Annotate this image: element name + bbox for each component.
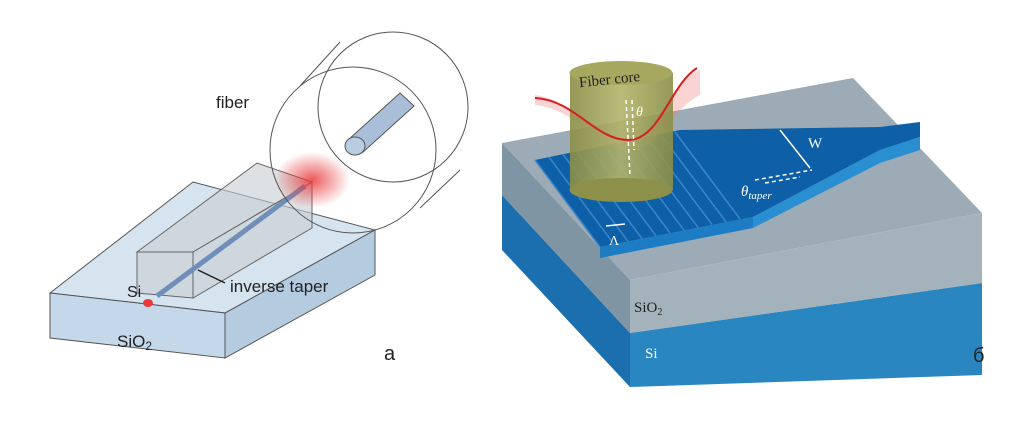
grating-line	[548, 156, 615, 245]
fiber-outline	[269, 31, 469, 234]
inverse-taper-pointer	[197, 269, 226, 284]
grating-line	[534, 159, 601, 248]
panel-a: fiber Si inverse taper SiO2 a	[48, 31, 469, 365]
fiber-core-cylinder	[344, 92, 415, 156]
fiber-core-cylinder	[569, 61, 673, 202]
lambda-label: Λ	[609, 234, 620, 249]
fiber-label: fiber	[216, 93, 249, 112]
angle-markers	[625, 99, 813, 184]
panel-b-label: б	[973, 345, 984, 367]
fiber-core-label: Fiber core	[578, 69, 641, 91]
sio2-subscript: 2	[657, 307, 662, 318]
panel-a-label: a	[384, 343, 396, 365]
period-arrow	[605, 223, 626, 227]
gaussian-curve	[534, 67, 698, 142]
inverse-taper-label: inverse taper	[230, 277, 329, 296]
theta-taper-label: θtaper	[741, 184, 772, 202]
theta-taper-subscript: taper	[748, 190, 772, 202]
width-label: W	[808, 136, 823, 152]
sio2-subscript: 2	[145, 339, 152, 353]
si-layer	[502, 195, 982, 387]
inverse-taper-waveguide	[155, 183, 307, 299]
width-arrow	[779, 129, 811, 169]
si-label: Si	[127, 284, 141, 301]
panel-b: Fiber core θ W θtaper Λ SiO2 Si б	[502, 61, 984, 387]
grating-line	[674, 131, 741, 220]
theta-taper-symbol: θ	[741, 184, 749, 200]
input-light-spot	[143, 299, 153, 307]
sio2-text: SiO	[117, 332, 145, 351]
cladding-box	[135, 162, 314, 299]
sio2-text: SiO	[634, 300, 658, 316]
sio2-label: SiO2	[634, 300, 662, 318]
output-light-spot	[274, 152, 350, 208]
si-label: Si	[645, 346, 658, 362]
theta-label: θ	[636, 105, 643, 120]
sio2-label: SiO2	[117, 332, 152, 353]
